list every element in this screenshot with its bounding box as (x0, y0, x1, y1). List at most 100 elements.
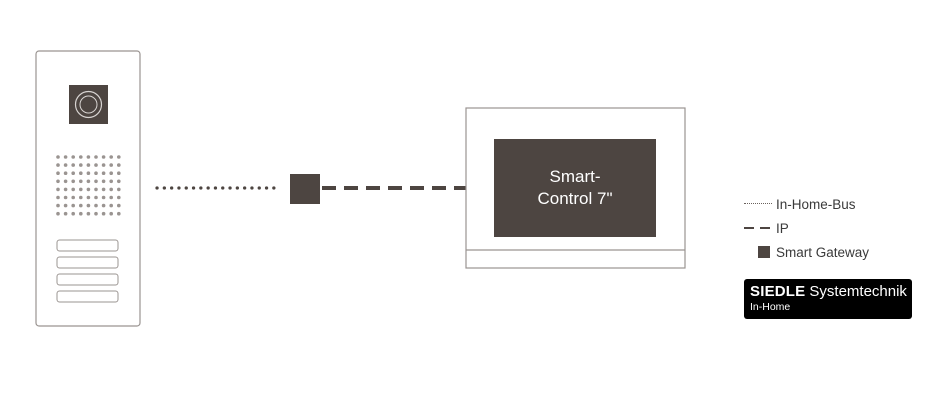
smart-gateway-icon (290, 174, 320, 204)
grille-hole (71, 187, 75, 192)
grille-hole (109, 195, 113, 200)
grille-hole (101, 171, 106, 175)
grille-hole (79, 187, 83, 192)
grille-hole (86, 211, 91, 216)
grille-hole (56, 187, 60, 192)
grille-hole (86, 179, 91, 184)
legend-label: Smart Gateway (776, 244, 870, 260)
legend: In-Home-Bus IP Smart Gateway (744, 192, 924, 264)
grille-hole (86, 187, 91, 192)
grille-hole (117, 195, 121, 200)
grille-hole (101, 211, 106, 216)
grille-hole (79, 211, 83, 216)
screen-label-line1: Smart- (549, 167, 601, 186)
grille-hole (86, 203, 91, 208)
grille-hole (94, 155, 98, 159)
grille-hole (63, 203, 68, 208)
grille-hole (63, 155, 68, 159)
grille-hole (109, 171, 113, 175)
grille-hole (109, 163, 113, 167)
logo-suffix: Systemtechnik (809, 283, 907, 300)
grille-hole (101, 195, 106, 200)
grille-hole (86, 195, 91, 200)
logo-subline: In-Home (750, 301, 791, 313)
grille-hole (71, 195, 75, 200)
camera-icon (69, 85, 108, 124)
legend-item-smart-gateway: Smart Gateway (744, 240, 924, 264)
grille-hole (101, 163, 106, 167)
grille-hole (79, 195, 83, 200)
grille-hole (109, 179, 113, 184)
grille-hole (79, 203, 83, 208)
grille-hole (117, 187, 121, 192)
name-button-4 (56, 290, 119, 303)
grille-hole (63, 211, 68, 216)
name-button-3 (56, 273, 119, 286)
grille-hole (117, 171, 121, 175)
grille-hole (101, 179, 106, 184)
logo-brand: SIEDLE (750, 283, 806, 300)
grille-hole (101, 203, 106, 208)
grille-hole (63, 179, 68, 184)
grille-hole (86, 163, 91, 167)
grille-hole (56, 171, 60, 175)
grille-hole (94, 195, 98, 200)
legend-item-ip: IP (744, 216, 924, 240)
grille-hole (71, 155, 75, 159)
legend-item-in-home-bus: In-Home-Bus (744, 192, 924, 216)
grille-hole (56, 211, 60, 216)
grille-hole (101, 155, 106, 159)
grille-hole (71, 203, 75, 208)
dashed-line-icon (744, 221, 776, 235)
grille-hole (56, 203, 60, 208)
grille-hole (63, 163, 68, 167)
monitor-screen-label: Smart- Control 7" (494, 166, 656, 210)
grille-hole (94, 179, 98, 184)
grille-hole (109, 211, 113, 216)
grille-hole (117, 163, 121, 167)
speaker-grille-icon (56, 155, 121, 216)
grille-hole (71, 163, 75, 167)
grille-hole (109, 203, 113, 208)
grille-hole (117, 179, 121, 184)
name-button-2 (56, 256, 119, 269)
name-button-1 (56, 239, 119, 252)
grille-hole (63, 187, 68, 192)
grille-hole (79, 163, 83, 167)
grille-hole (117, 203, 121, 208)
grille-hole (117, 211, 121, 216)
grille-hole (71, 171, 75, 175)
dotted-line-icon (744, 197, 776, 211)
grille-hole (94, 187, 98, 192)
legend-label: IP (776, 220, 789, 236)
grille-hole (94, 211, 98, 216)
monitor-icon (465, 107, 686, 269)
grille-hole (109, 155, 113, 159)
grille-hole (79, 171, 83, 175)
grille-hole (79, 155, 83, 159)
screen-label-line2: Control 7" (537, 189, 613, 208)
grille-hole (56, 155, 60, 159)
grille-hole (56, 163, 60, 167)
legend-label: In-Home-Bus (776, 196, 856, 212)
monitor-screen (494, 139, 656, 237)
grille-hole (56, 179, 60, 184)
grille-hole (109, 187, 113, 192)
grille-hole (56, 195, 60, 200)
door-station-icon (35, 50, 141, 327)
filled-square-icon (744, 245, 776, 259)
grille-hole (63, 171, 68, 175)
grille-hole (86, 171, 91, 175)
grille-hole (86, 155, 91, 159)
grille-hole (79, 179, 83, 184)
grille-hole (94, 203, 98, 208)
grille-hole (94, 171, 98, 175)
grille-hole (94, 163, 98, 167)
grille-hole (71, 211, 75, 216)
grille-hole (71, 179, 75, 184)
grille-hole (63, 195, 68, 200)
grille-hole (117, 155, 121, 159)
grille-hole (101, 187, 106, 192)
